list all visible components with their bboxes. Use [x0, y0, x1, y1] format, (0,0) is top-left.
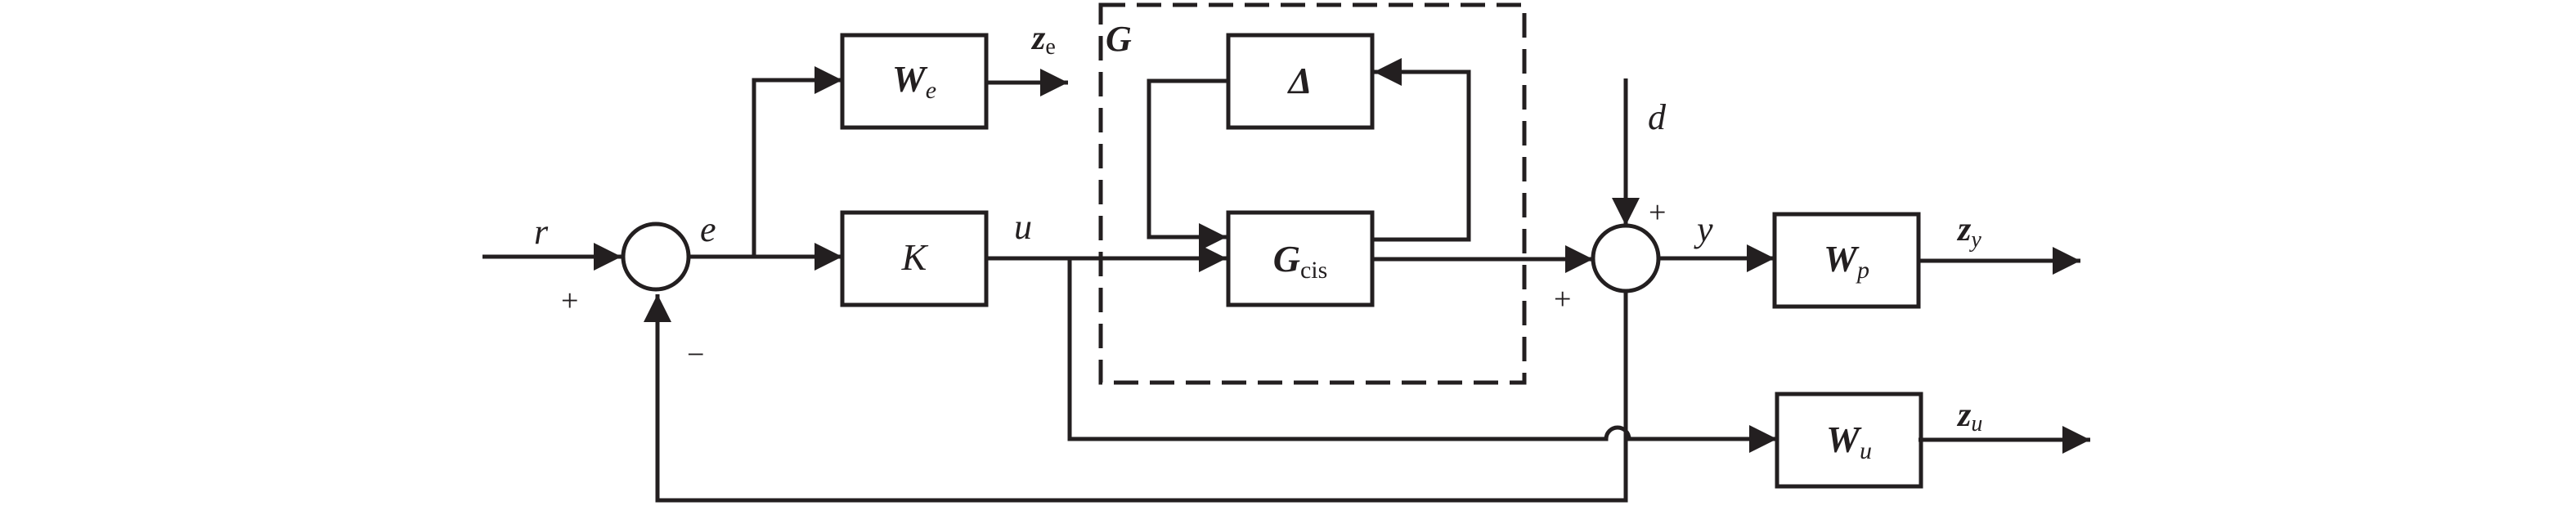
sum1-plus-sign: + [561, 284, 578, 318]
summing-junction-2 [1591, 223, 1661, 293]
signal-u-branch-line [1067, 258, 1777, 453]
sum1-minus-sign: − [687, 338, 704, 372]
sum2-top-plus-sign: + [1649, 195, 1666, 230]
block-delta-label: Δ [1287, 60, 1313, 101]
block-k [840, 210, 989, 307]
signal-r-label: r [534, 212, 549, 252]
block-gcis-label: Gcis [1273, 238, 1328, 284]
signal-d-label: d [1648, 97, 1667, 137]
block-we [840, 33, 989, 130]
signal-y-label: y [1694, 209, 1713, 249]
signal-u-label: u [1014, 207, 1032, 247]
block-wp-label: Wp [1824, 238, 1869, 284]
block-wu [1775, 392, 1923, 489]
block-k-label: K [901, 236, 929, 278]
block-delta [1226, 33, 1375, 130]
block-we-label: We [892, 58, 936, 104]
signal-ze-label: ze [1030, 20, 1056, 60]
signal-e-branch-line [752, 66, 842, 257]
group-g-boundary [1098, 2, 1527, 385]
summing-junction-1 [621, 222, 691, 292]
block-gcis [1226, 210, 1375, 307]
group-g-label: G [1106, 19, 1132, 59]
sum2-left-plus-sign: + [1554, 282, 1571, 316]
signal-zu-label: zu [1956, 396, 1982, 437]
feedback-line [644, 292, 1628, 503]
delta-loop-right-line [1371, 58, 1471, 242]
block-wu-label: Wu [1826, 419, 1872, 464]
signal-e-label: e [700, 209, 716, 249]
block-wp [1772, 212, 1921, 309]
delta-loop-left-line [1147, 78, 1228, 251]
signal-zy-label: zy [1956, 211, 1981, 253]
